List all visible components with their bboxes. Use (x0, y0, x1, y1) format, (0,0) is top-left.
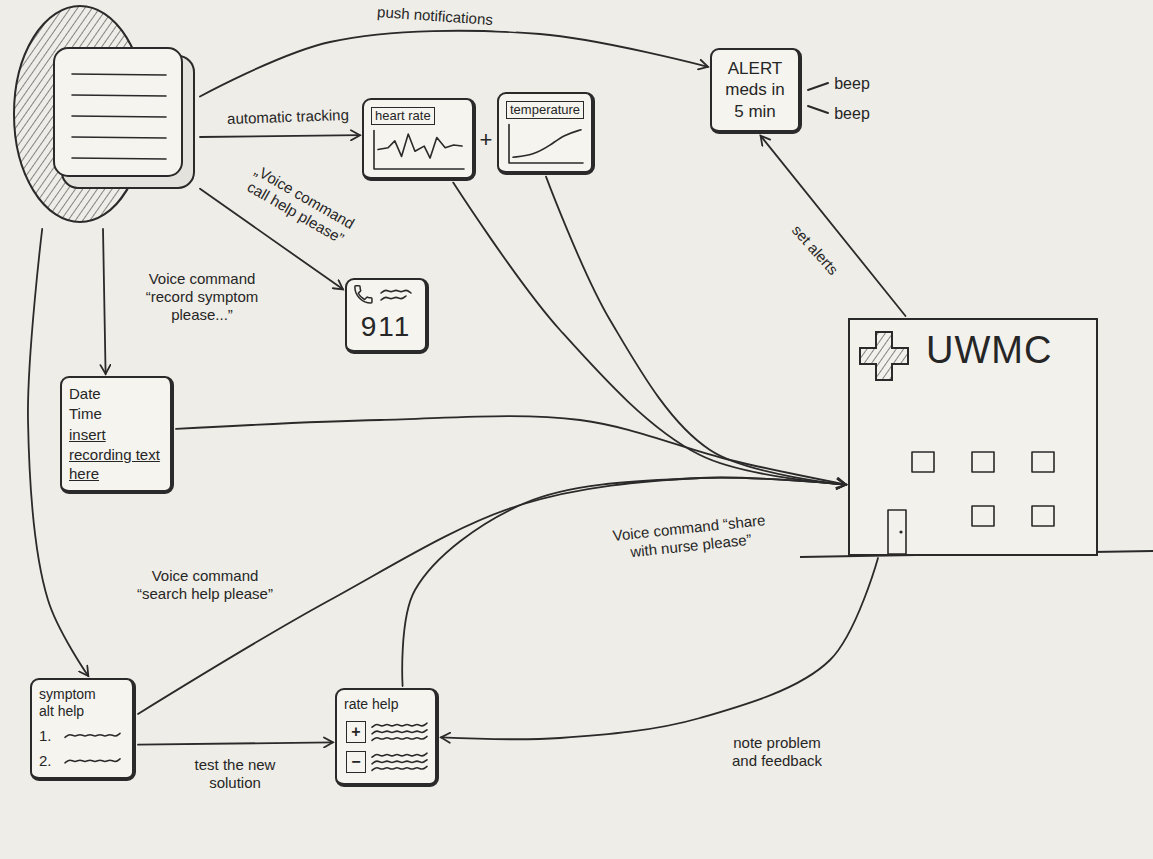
watch-screen (54, 48, 182, 176)
node-text: + (346, 721, 366, 743)
connector-label: push notifications (353, 0, 518, 31)
node-text: Date (69, 384, 163, 404)
watch-case (62, 56, 194, 188)
node-text: ALERT (720, 58, 790, 79)
sketch-connector (103, 229, 106, 374)
node-text: 1. (39, 726, 61, 746)
node-text: temperature (506, 101, 584, 119)
alert-screen: ALERTmeds in 5 min (710, 48, 802, 134)
connector-label: test the new solution (183, 755, 287, 793)
sketch-connector (441, 558, 878, 739)
squiggle (372, 766, 427, 770)
screen-line (72, 116, 166, 117)
temperature-screen: temperature (497, 92, 595, 175)
squiggle (381, 296, 406, 300)
squiggle (65, 733, 120, 737)
heart-rate-screen: heart rate (362, 98, 476, 181)
connector-label: note problem and feedback (720, 733, 834, 771)
rate-help-screen: rate help + − (335, 688, 439, 787)
sketch-connector (200, 135, 360, 137)
beep-sound: beep (832, 104, 872, 123)
squiggle (372, 736, 427, 740)
sketch-connector (402, 478, 846, 686)
window (912, 452, 934, 472)
hospital-building: UWMC (848, 318, 1098, 556)
squiggle (65, 759, 120, 763)
screen-line (72, 95, 166, 96)
window (972, 452, 994, 472)
node-text: UWMC (850, 320, 1096, 374)
screen-line (72, 158, 166, 159)
door (888, 510, 906, 554)
call-screen: 911 (345, 278, 429, 354)
alt-help-screen: symptom alt help 1. 2. (30, 678, 136, 781)
beep-sound: beep (832, 74, 872, 93)
screen-line (72, 74, 166, 75)
squiggle (372, 730, 427, 734)
symptom-record-screen: DateTimeinsert recording text here (60, 376, 174, 494)
node-text: symptom alt help (39, 686, 111, 720)
squiggle (372, 760, 427, 764)
node-text: meds in 5 min (720, 79, 790, 122)
squiggle (372, 723, 427, 727)
connector-label: automatic tracking (216, 104, 361, 129)
graph-trace (513, 130, 581, 158)
sketch-connector (761, 136, 906, 316)
window (972, 506, 994, 526)
connector-label: set alerts (779, 212, 850, 288)
plus-sign: + (478, 127, 495, 153)
screen-line (72, 137, 166, 138)
beep-mark (808, 106, 828, 113)
connector-group (28, 31, 906, 745)
node-text: heart rate (371, 107, 435, 125)
window (1032, 452, 1054, 472)
node-text: − (346, 751, 366, 773)
window (1032, 506, 1054, 526)
node-text: rate help (344, 696, 416, 713)
squiggle (381, 290, 411, 293)
door-knob (899, 530, 902, 533)
sketch-connector (200, 31, 708, 97)
phone-icon (355, 286, 372, 303)
node-text: 2. (39, 751, 61, 771)
graph-trace (378, 134, 462, 158)
graph-axes (374, 131, 464, 169)
node-text: insert recording text here (69, 425, 163, 484)
node-sketch (8, 2, 198, 227)
node-text: 911 (354, 310, 418, 344)
squiggle (372, 753, 427, 757)
connector-label: Voice command “search help please” (126, 566, 285, 604)
watch-band (14, 6, 146, 222)
graph-axes (509, 125, 583, 163)
connector-label: „Voice command call help please” (232, 155, 367, 255)
beep-mark (808, 83, 828, 90)
connector-label: Voice command “share with nurse please” (601, 509, 778, 565)
connector-label: Voice command “record symptom please...” (125, 269, 279, 325)
sketch-connector (138, 742, 333, 744)
node-text: Time (69, 404, 163, 424)
sketch-connector (176, 416, 846, 485)
hospital-cross (860, 332, 908, 380)
smartwatch (8, 2, 198, 227)
